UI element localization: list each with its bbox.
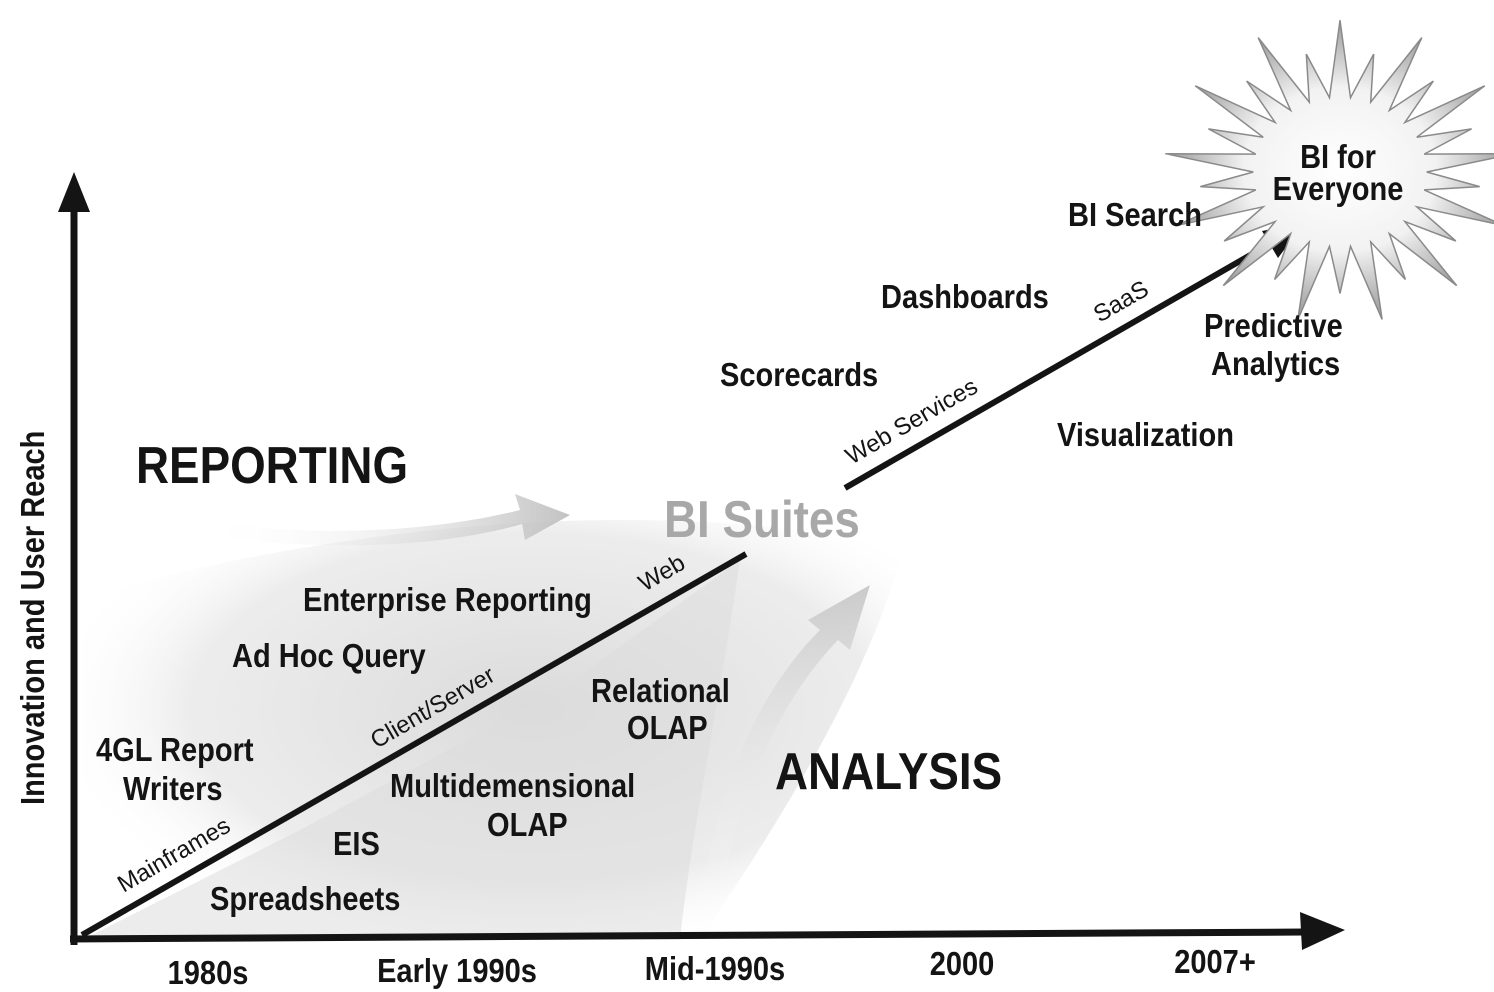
x-tick-2000: 2000: [929, 945, 995, 982]
y-axis-label: Innovation and User Reach: [14, 430, 51, 805]
scorecards-label: Scorecards: [720, 356, 879, 393]
rolap-label-line-2: OLAP: [627, 709, 708, 746]
x-tick-mid-1990s: Mid-1990s: [644, 950, 786, 987]
x-tick-1980s: 1980s: [167, 954, 249, 991]
reporting-heading: REPORTING: [136, 437, 409, 495]
predictive-analytics-label-line-2: Analytics: [1211, 345, 1341, 382]
y-axis-arrowhead: [58, 172, 90, 212]
eis-label: EIS: [333, 825, 380, 862]
trend-line-upper: [843, 235, 1282, 491]
bi-suites-heading: BI Suites: [664, 491, 860, 549]
report-writers-label-line-2: Writers: [123, 770, 223, 807]
x-axis: [69, 928, 1306, 943]
visualization-label: Visualization: [1057, 416, 1234, 453]
x-tick-2007-plus: 2007+: [1174, 943, 1256, 980]
reporting-sweep-arrow: [200, 494, 570, 546]
bi-for-everyone-starburst: [1165, 20, 1494, 320]
predictive-analytics-label-line-1: Predictive: [1204, 307, 1343, 344]
x-tick-early-1990s: Early 1990s: [377, 952, 537, 989]
bi-for-everyone-label-line-1: BI for: [1300, 138, 1376, 175]
dashboards-label: Dashboards: [881, 278, 1049, 315]
x-axis-arrowhead: [1300, 912, 1345, 950]
report-writers-label-line-1: 4GL Report: [96, 731, 254, 768]
bi-for-everyone-label-line-2: Everyone: [1272, 170, 1404, 207]
rolap-label-line-1: Relational: [591, 672, 730, 709]
bi-search-label: BI Search: [1068, 196, 1202, 233]
trend-line-lower: [80, 551, 748, 938]
analysis-sweep-arrow: [700, 585, 870, 900]
molap-label-line-1: Multidemensional: [390, 767, 636, 804]
enterprise-reporting-label: Enterprise Reporting: [303, 581, 592, 618]
spreadsheets-label: Spreadsheets: [210, 880, 401, 917]
ad-hoc-query-label: Ad Hoc Query: [232, 637, 426, 674]
analysis-heading: ANALYSIS: [775, 743, 1003, 801]
molap-label-line-2: OLAP: [487, 806, 568, 843]
analysis-shading: [82, 560, 740, 940]
